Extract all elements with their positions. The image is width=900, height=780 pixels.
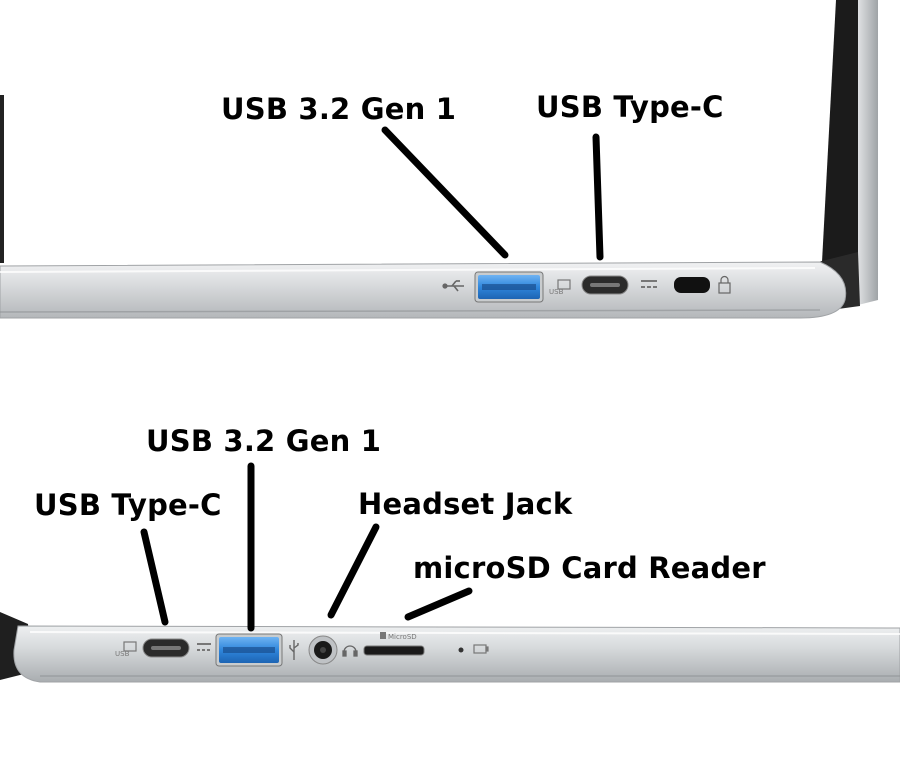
usb-trident-icon <box>289 640 299 660</box>
battery-icon <box>473 644 489 654</box>
top-lid-back <box>858 0 878 305</box>
top-laptop: USB <box>0 0 878 319</box>
bottom-headset-pointer <box>327 523 380 619</box>
top-usb-a-port <box>474 271 544 303</box>
bottom-microsd-slot <box>363 645 425 656</box>
top-usb-c-label: USB Type-C <box>536 90 724 124</box>
top-usb-a-pointer <box>381 126 509 259</box>
bottom-headset-label: Headset Jack <box>358 487 573 521</box>
bottom-usb-c-mark-icon: USB <box>115 641 137 658</box>
top-usb-a-label: USB 3.2 Gen 1 <box>221 92 457 126</box>
bottom-usb-c-label: USB Type-C <box>34 488 222 522</box>
lock-icon <box>718 275 731 294</box>
top-usb-c-port <box>581 275 629 295</box>
top-security-slot <box>674 277 710 293</box>
top-usb-c-mark-icon: USB <box>549 279 571 296</box>
bottom-usb-c-pointer <box>140 528 169 626</box>
bottom-microsd-label: microSD Card Reader <box>413 551 766 585</box>
bottom-usb-c-mark-text: USB <box>115 650 130 658</box>
microsd-mark-icon: MicroSD <box>380 632 417 641</box>
status-led <box>458 647 464 653</box>
top-usb-c-mark-text: USB <box>549 288 564 296</box>
bottom-usb-a-label: USB 3.2 Gen 1 <box>146 424 382 458</box>
headset-icon <box>342 645 358 657</box>
bottom-dc-icon <box>197 643 211 651</box>
top-chassis <box>0 261 847 319</box>
bottom-laptop: USB <box>0 462 900 683</box>
bottom-headset-jack <box>308 635 338 665</box>
top-left-edge <box>0 95 4 263</box>
top-dc-icon <box>641 280 657 288</box>
microsd-mark-text: MicroSD <box>388 633 417 641</box>
bottom-usb-c-port <box>142 638 190 658</box>
top-usb-c-pointer <box>592 133 604 261</box>
bottom-microsd-pointer <box>404 587 473 621</box>
bottom-usb-a-port <box>215 633 283 667</box>
usb-symbol-icon <box>442 280 464 292</box>
top-lid-bezel <box>822 0 858 262</box>
